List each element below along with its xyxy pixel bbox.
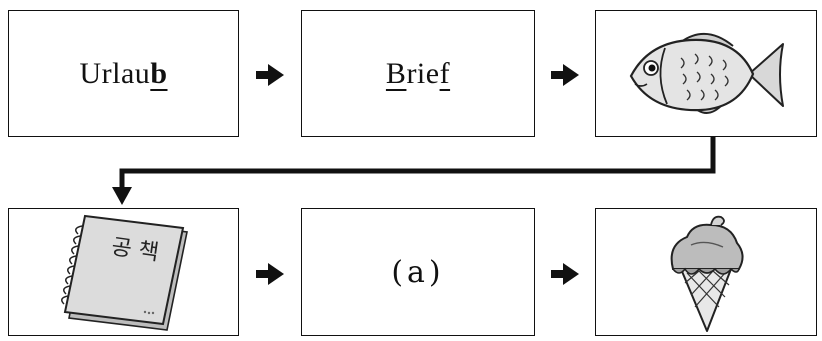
right-arrow-icon xyxy=(256,263,284,285)
word-urlaub: Urlaub xyxy=(80,57,168,91)
underlined-letter-b: b xyxy=(150,56,168,90)
connector-arrow xyxy=(112,137,716,205)
blank-label-a: (a) xyxy=(391,254,445,290)
word-brief: Brief xyxy=(386,57,450,91)
word-urlaub-prefix: Urlau xyxy=(79,56,151,90)
label-box-a: (a) xyxy=(301,208,535,336)
word-brief-middle: rie xyxy=(406,56,440,90)
right-arrow-icon xyxy=(551,64,579,86)
image-box-ice-cream xyxy=(595,208,817,336)
word-box-urlaub: Urlaub xyxy=(8,10,239,137)
word-box-brief: Brief xyxy=(301,10,535,137)
underlined-letter-B: B xyxy=(385,56,407,90)
image-box-notebook: 공 책 xyxy=(8,208,239,336)
ice-cream-cone-icon xyxy=(670,215,744,332)
fish-icon xyxy=(629,32,784,114)
notebook-icon: 공 책 xyxy=(60,214,188,331)
underlined-letter-f: f xyxy=(439,56,451,90)
right-arrow-icon xyxy=(256,64,284,86)
right-arrow-icon xyxy=(551,263,579,285)
image-box-fish xyxy=(595,10,817,137)
